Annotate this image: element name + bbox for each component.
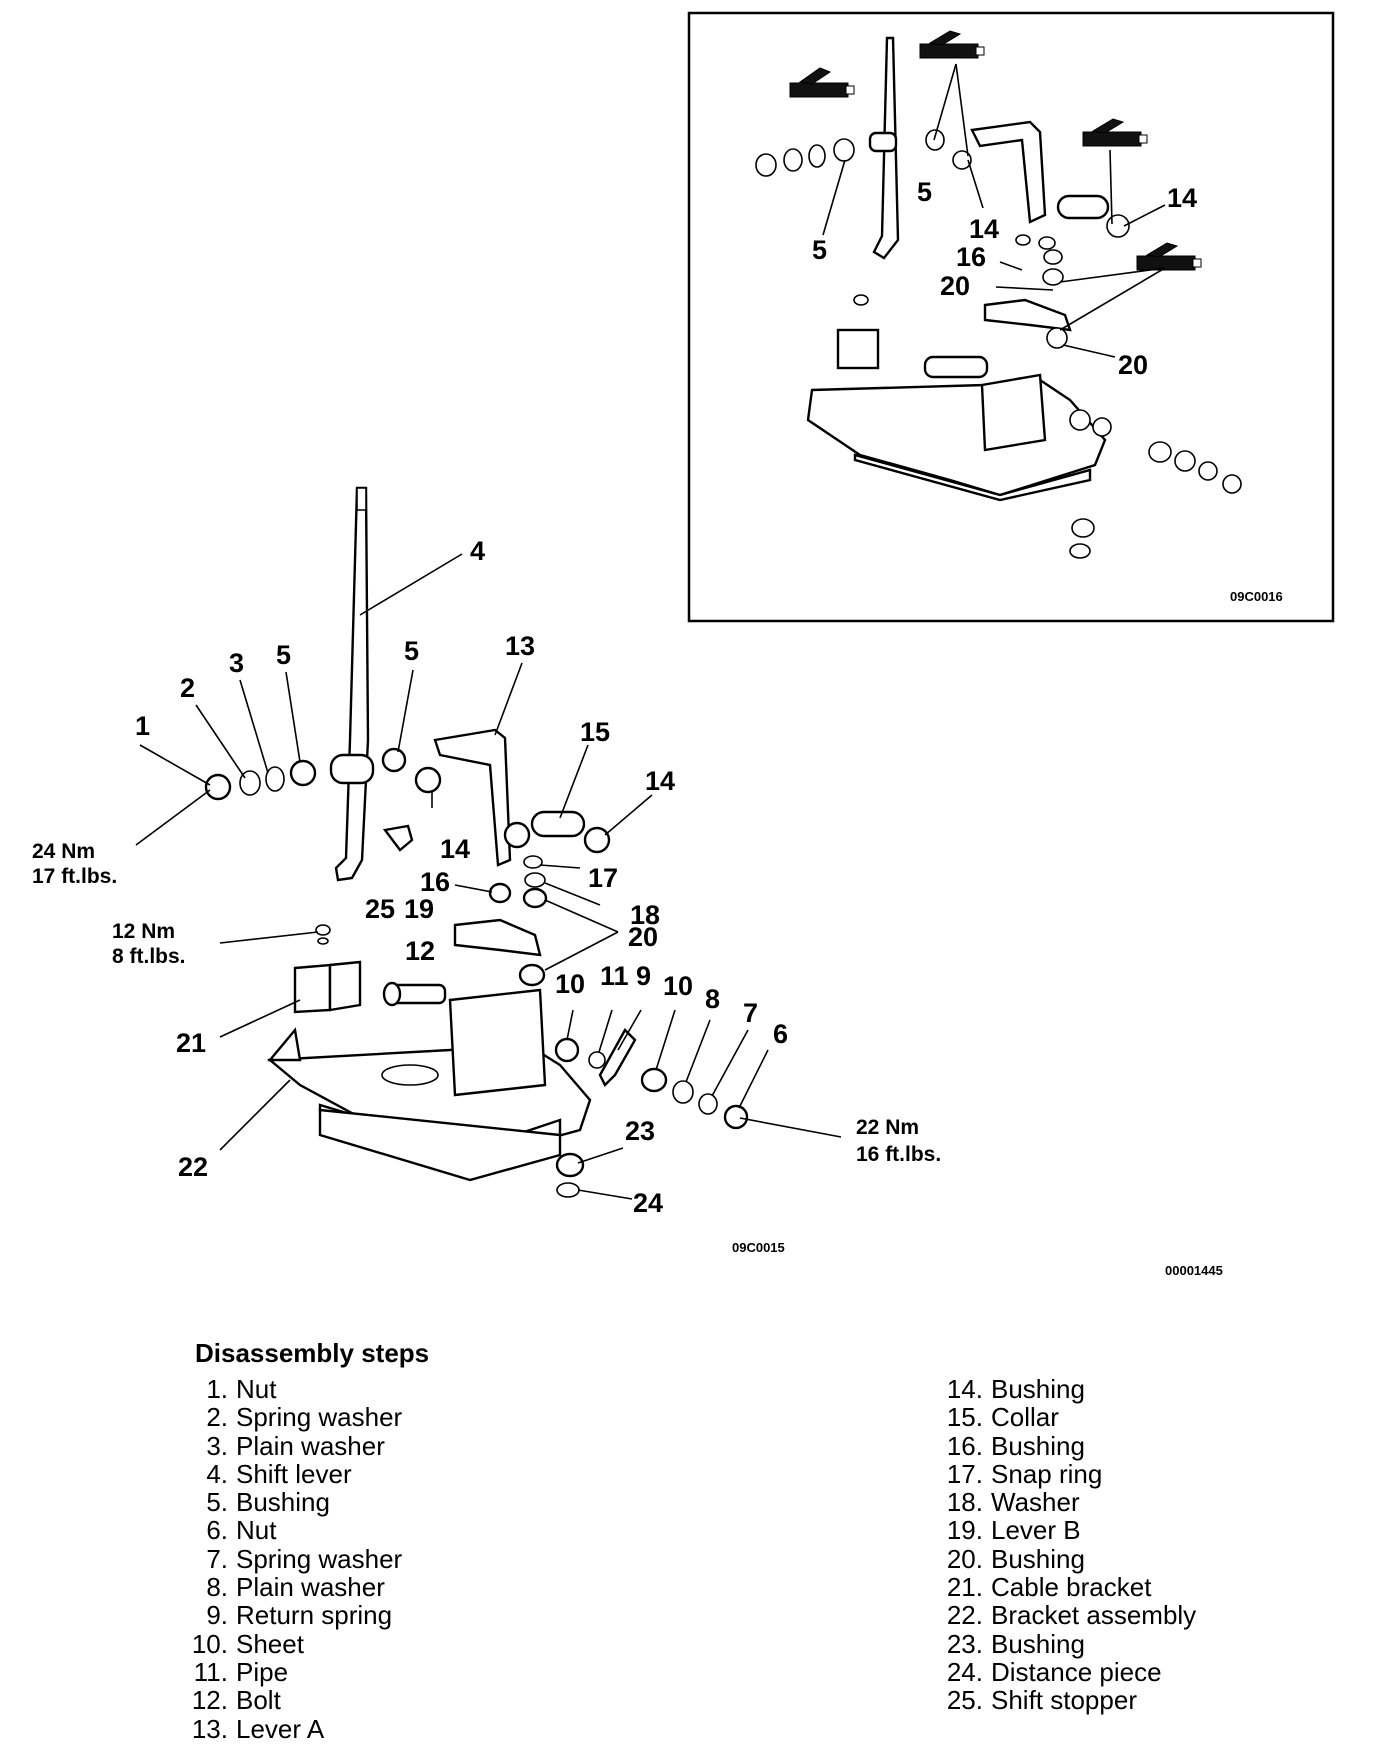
callout-14: 14 (440, 834, 470, 864)
torque-spec-nm: 12 Nm (112, 920, 175, 943)
callout-5: 5 (404, 636, 419, 666)
step-item: 22.Bracket assembly (946, 1600, 1197, 1631)
callout-7: 7 (743, 998, 758, 1028)
steps-list-left: 1.Nut 2.Spring washer 3.Plain washer 4.S… (150, 1375, 402, 1743)
inset-callout-14: 14 (969, 214, 999, 244)
grease-tube-icon (1136, 242, 1202, 271)
steps-list-right: 14.Bushing 15.Collar 16.Bushing 17.Snap … (905, 1375, 1196, 1715)
callout-4: 4 (470, 536, 485, 566)
step-item: 3.Plain washer (206, 1430, 385, 1461)
main-diagram-code: 09C0015 (732, 1240, 785, 1255)
callout-9: 9 (636, 961, 651, 991)
callout-21: 21 (176, 1028, 206, 1058)
step-item: 7.Spring washer (206, 1543, 403, 1574)
grease-tube-icon (919, 30, 985, 59)
callout-20: 20 (628, 922, 658, 952)
figure-code: 00001445 (1165, 1263, 1223, 1278)
grease-tube-icon (789, 67, 855, 98)
step-item: 6.Nut (206, 1515, 277, 1546)
callout-1: 1 (135, 711, 150, 741)
callout-12: 12 (405, 936, 435, 966)
step-item: 8.Plain washer (206, 1572, 385, 1603)
callout-5: 5 (276, 640, 291, 670)
step-item: 2.Spring washer (206, 1402, 403, 1433)
step-item: 13.Lever A (191, 1713, 325, 1744)
callout-22: 22 (178, 1152, 208, 1182)
inset-callout-20: 20 (1118, 350, 1148, 380)
step-item: 11.Pipe (193, 1656, 289, 1687)
callout-14: 14 (645, 766, 675, 796)
inset-callout-5: 5 (812, 235, 827, 265)
step-item: 18.Washer (946, 1487, 1080, 1518)
step-item: 15.Collar (946, 1402, 1059, 1433)
inset-callout-5: 5 (917, 177, 932, 207)
step-item: 20.Bushing (946, 1543, 1085, 1574)
step-item: 17.Snap ring (946, 1458, 1103, 1489)
callout-10: 10 (555, 969, 585, 999)
callout-16: 16 (420, 867, 450, 897)
inset-diagram-code: 09C0016 (1230, 589, 1283, 604)
inset-callout-16: 16 (956, 242, 986, 272)
torque-spec-nm: 24 Nm (32, 840, 95, 863)
grease-tube-icon (1082, 118, 1148, 147)
step-item: 1.Nut (206, 1374, 277, 1404)
callout-25: 25 (365, 894, 395, 924)
callout-3: 3 (229, 648, 244, 678)
inset-callout-20: 20 (940, 271, 970, 301)
torque-spec-ftlbs: 8 ft.lbs. (112, 945, 186, 968)
inset-diagram: 5 5 14 14 16 20 20 09C0016 (687, 11, 1335, 623)
steps-title: Disassembly steps (195, 1338, 430, 1368)
callout-6: 6 (773, 1019, 788, 1049)
step-item: 16.Bushing (946, 1430, 1085, 1461)
step-item: 9.Return spring (206, 1600, 393, 1631)
callout-10: 10 (663, 971, 693, 1001)
torque-spec-ftlbs: 16 ft.lbs. (856, 1143, 941, 1166)
step-item: 21.Cable bracket (946, 1572, 1152, 1603)
callout-15: 15 (580, 717, 610, 747)
callout-13: 13 (505, 631, 535, 661)
main-diagram: 1 2 3 5 5 4 13 15 14 14 17 16 18 25 19 2… (32, 486, 941, 1255)
step-item: 10.Sheet (191, 1628, 304, 1659)
callout-24: 24 (633, 1188, 663, 1218)
step-item: 14.Bushing (946, 1374, 1085, 1404)
step-item: 23.Bushing (946, 1628, 1085, 1659)
step-item: 19.Lever B (946, 1515, 1081, 1546)
callout-18: 18 (630, 900, 660, 930)
callout-2: 2 (180, 673, 195, 703)
step-item: 5.Bushing (206, 1487, 330, 1518)
callout-23: 23 (625, 1116, 655, 1146)
inset-callout-14: 14 (1167, 183, 1197, 213)
step-item: 24.Distance piece (946, 1656, 1162, 1687)
callout-17: 17 (588, 863, 618, 893)
inset-frame (687, 11, 1335, 623)
callout-19: 19 (404, 894, 434, 924)
callout-11: 11 (600, 961, 629, 991)
step-item: 12.Bolt (191, 1685, 281, 1716)
callout-8: 8 (705, 984, 720, 1014)
step-item: 25.Shift stopper (946, 1685, 1137, 1716)
torque-spec-nm: 22 Nm (856, 1116, 919, 1139)
torque-spec-ftlbs: 17 ft.lbs. (32, 865, 117, 888)
step-item: 4.Shift lever (206, 1458, 352, 1489)
